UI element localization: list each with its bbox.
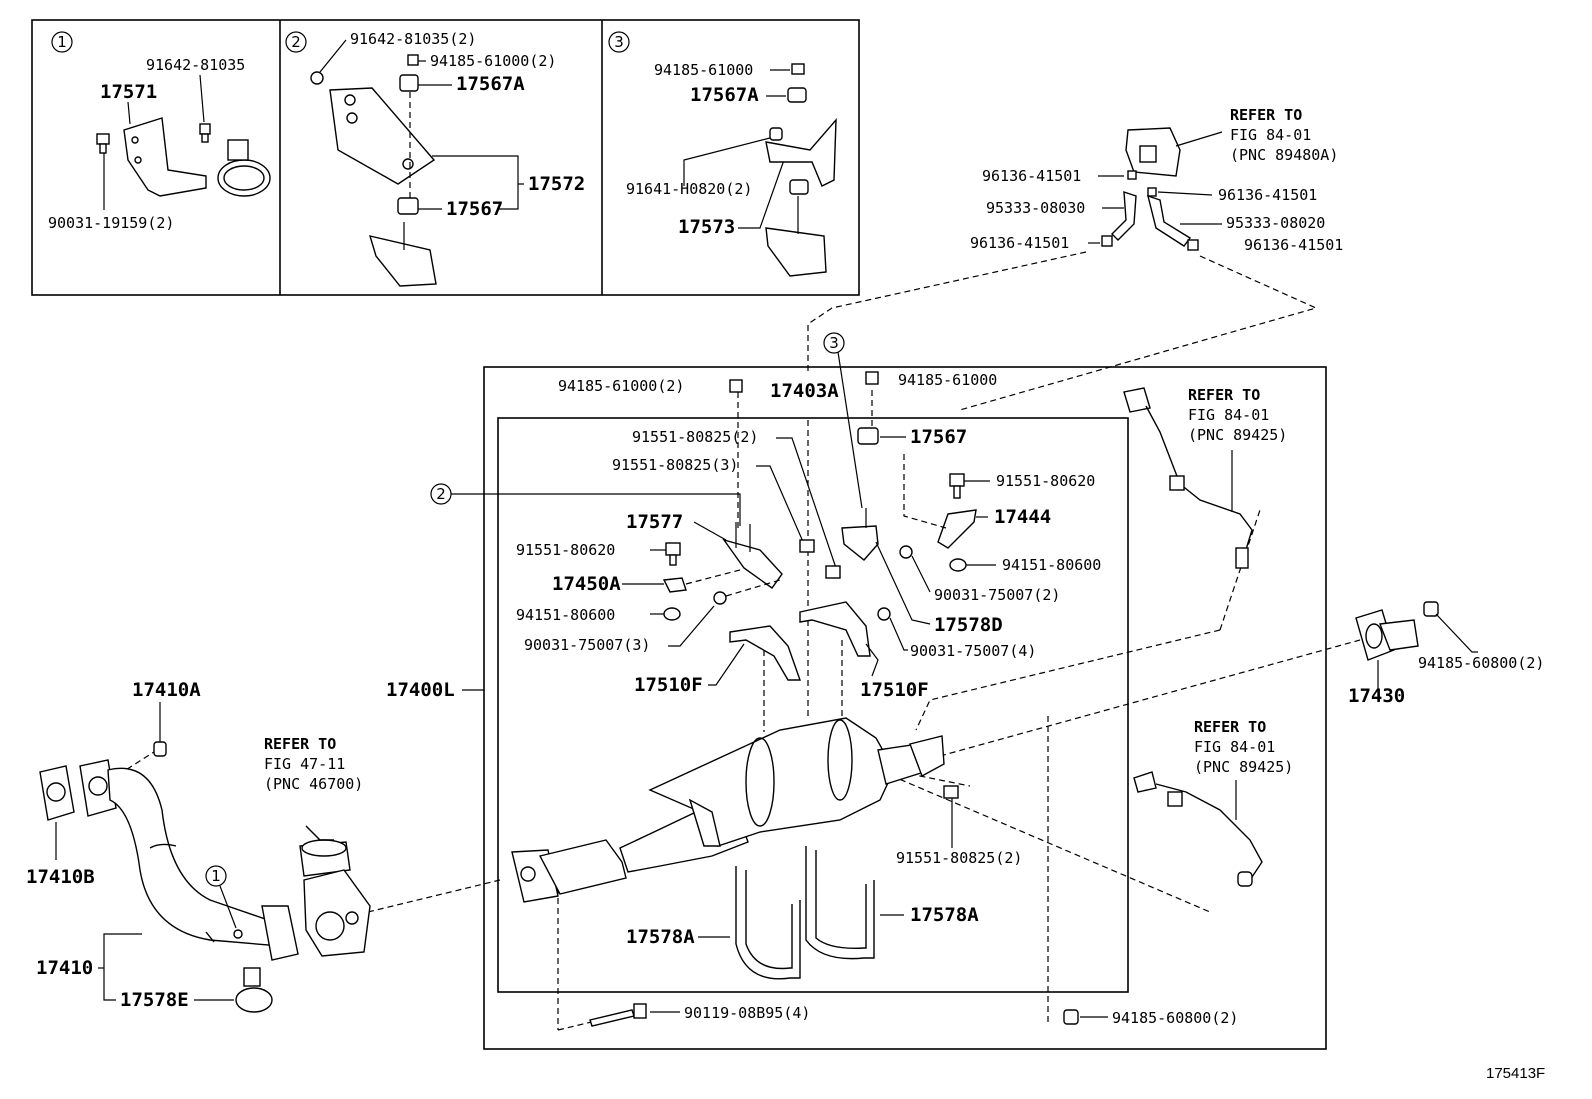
label-94151-80600-b: 94151-80600 [516,606,615,624]
refer-o2b-line2: FIG 84-01 [1194,738,1275,756]
refer-o2b-line1: REFER TO [1194,718,1266,736]
label-90031-19159: 90031-19159(2) [48,214,174,232]
refer-top-group: REFER TO FIG 84-01 (PNC 89480A) 96136-41… [970,106,1343,254]
inset-1: 1 91642-81035 17571 90031-19159(2) [48,31,271,232]
label-17410: 17410 [36,957,93,979]
label-95333-08020: 95333-08020 [1226,214,1325,232]
circle-1: 1 [211,867,221,885]
inset-1-number: 1 [57,33,67,51]
refer-o2a-line2: FIG 84-01 [1188,406,1269,424]
label-94185-60800: 94185-60800(2) [1418,654,1544,672]
label-17578D: 17578D [934,614,1003,636]
label-94185-61000-main: 94185-61000 [898,371,997,389]
label-94185-61000-2-main: 94185-61000(2) [558,377,684,395]
label-91642-81035-2: 91642-81035(2) [350,30,476,48]
front-pipe-group: 17410A 1 17410B 17410 17578E [26,679,299,1013]
refer-egr-line3: (PNC 46700) [264,775,363,793]
refer-o2b-line3: (PNC 89425) [1194,758,1293,776]
label-17578E: 17578E [120,989,189,1011]
label-17444: 17444 [994,506,1051,528]
label-17510F-b: 17510F [860,679,929,701]
label-17400L: 17400L [386,679,455,701]
label-91551-80825-2b: 91551-80825(2) [896,849,1022,867]
refer-o2a-line1: REFER TO [1188,386,1260,404]
circle-3: 3 [829,334,839,352]
inset-2: 2 91642-81035(2) 94185-61000(2) 17567A 1… [285,30,585,287]
tail-pipe-group: 94185-60800(2) 17430 [1348,601,1544,707]
label-17410A: 17410A [132,679,201,701]
o2-sensor-upper: REFER TO FIG 84-01 (PNC 89425) [1123,386,1287,569]
label-17403A: 17403A [770,380,839,402]
inset-panels [31,19,860,296]
label-17578A-b: 17578A [910,904,979,926]
label-91551-80620-b: 91551-80620 [516,541,615,559]
refer-top-line3: (PNC 89480A) [1230,146,1338,164]
label-96136-41501-a: 96136-41501 [982,167,1081,185]
u-bolts [735,846,875,980]
label-90031-75007-4: 90031-75007(4) [910,642,1036,660]
inset-3: 3 94185-61000 17567A 91641-H0820(2) 1757… [608,31,837,277]
label-96136-41501-c: 96136-41501 [970,234,1069,252]
figure-id: 175413F [1486,1065,1545,1082]
refer-egr-line1: REFER TO [264,735,336,753]
circle-2: 2 [436,485,446,503]
label-94151-80600-a: 94151-80600 [1002,556,1101,574]
main-assembly-frame [483,366,1327,1050]
refer-egr-line2: FIG 47-11 [264,755,345,773]
label-17430: 17430 [1348,685,1405,707]
label-90031-75007-3: 90031-75007(3) [524,636,650,654]
label-95333-08030: 95333-08030 [986,199,1085,217]
label-17450A: 17450A [552,573,621,595]
label-17510F-a: 17510F [634,674,703,696]
label-17567: 17567 [446,198,503,220]
label-90031-75007-2: 90031-75007(2) [934,586,1060,604]
label-17577: 17577 [626,511,683,533]
label-96136-41501-b: 96136-41501 [1218,186,1317,204]
egr-valve-group: REFER TO FIG 47-11 (PNC 46700) [264,735,371,957]
label-96136-41501-d: 96136-41501 [1244,236,1343,254]
refer-top-line1: REFER TO [1230,106,1302,124]
label-17572: 17572 [528,173,585,195]
refer-o2a-line3: (PNC 89425) [1188,426,1287,444]
label-17571: 17571 [100,81,157,103]
label-17578A-a: 17578A [626,926,695,948]
inset-2-number: 2 [291,33,301,51]
label-17410B: 17410B [26,866,95,888]
main-labels: 3 94185-61000(2) 17403A 94185-61000 9155… [386,332,1238,1027]
label-94185-61000: 94185-61000 [654,61,753,79]
label-17567A-inset3: 17567A [690,84,759,106]
label-17567A: 17567A [456,73,525,95]
o2-sensor-lower: REFER TO FIG 84-01 (PNC 89425) [1133,718,1293,887]
label-94185-60800-b: 94185-60800(2) [1112,1009,1238,1027]
catalytic-converter [511,717,945,903]
label-91641-H0820: 91641-H0820(2) [626,180,752,198]
label-91551-80620-a: 91551-80620 [996,472,1095,490]
label-91551-80825-3: 91551-80825(3) [612,456,738,474]
label-94185-61000-2: 94185-61000(2) [430,52,556,70]
label-90119-08B95: 90119-08B95(4) [684,1004,810,1022]
label-17573: 17573 [678,216,735,238]
label-91642-81035: 91642-81035 [146,56,245,74]
label-17567-main: 17567 [910,426,967,448]
inset-3-number: 3 [614,33,624,51]
label-91551-80825-2a: 91551-80825(2) [632,428,758,446]
refer-top-line2: FIG 84-01 [1230,126,1311,144]
